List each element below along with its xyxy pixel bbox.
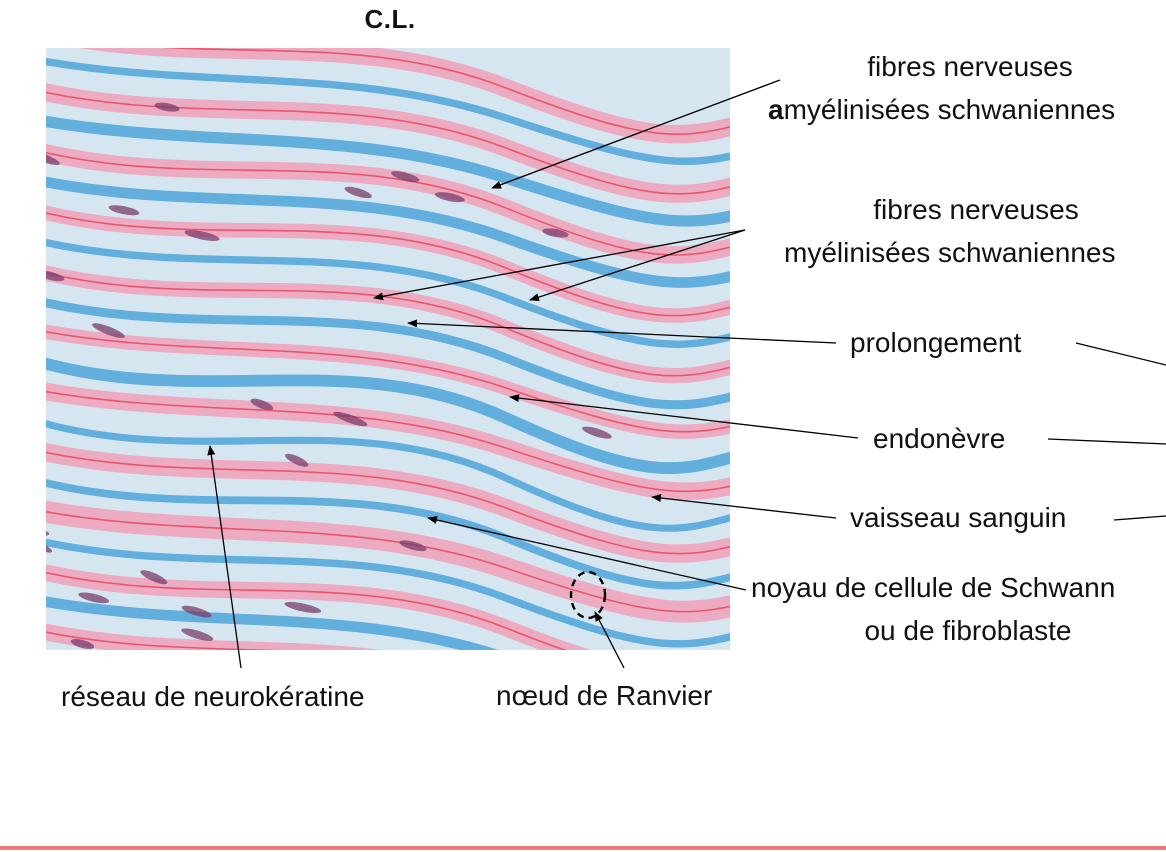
cell-nucleus [582, 426, 612, 439]
cell-nucleus [285, 453, 309, 467]
cell-nucleus [154, 102, 180, 112]
tissue-band [46, 420, 730, 532]
tissue-band [46, 238, 730, 348]
cell-nucleus [391, 171, 420, 183]
leader-vaisseau-right [1113, 515, 1166, 521]
leader-endonevre [509, 394, 859, 439]
tissue-band-core [46, 451, 730, 555]
label-noyau-line1: noyau de cellule de Schwann [751, 572, 1116, 603]
cell-nucleus [184, 230, 220, 241]
cell-nucleus [333, 411, 368, 427]
tissue-band-core [46, 571, 568, 650]
label-prolongement: prolongement [850, 327, 1022, 358]
cell-nucleus [181, 605, 212, 618]
leader-neurokeratine [207, 445, 242, 669]
cell-nucleus [434, 192, 465, 203]
label-noeud-ranvier: nœud de Ranvier [496, 680, 713, 711]
leader-noyau [427, 516, 747, 591]
cell-nucleus [250, 398, 274, 411]
tissue-band-core [46, 212, 730, 317]
cell-nucleus [140, 570, 168, 585]
tissue-band [46, 298, 730, 410]
tissue-band-core [46, 390, 730, 493]
tissue-band-core [46, 631, 278, 650]
tissue-band-core [46, 510, 730, 613]
cell-nucleus [108, 205, 140, 216]
cell-nucleus [284, 601, 322, 614]
label-unmyelinated-rest: myélinisées schwaniennes [783, 94, 1116, 125]
tissue-band [46, 115, 730, 227]
label-unmyelinated-line2: amyélinisées schwaniennes [768, 89, 1115, 131]
tissue-band-core [46, 151, 730, 256]
leader-unmyelinated [491, 79, 781, 189]
cell-nucleus [70, 639, 95, 650]
label-endonevre: endonèvre [873, 423, 1006, 454]
figure-title: C.L. [364, 4, 416, 34]
footer-rule [0, 846, 1166, 850]
tissue-band-core [46, 272, 730, 377]
leader-myelinated-b [529, 229, 746, 302]
tissue-band [46, 357, 730, 474]
leader-vaisseau [651, 494, 837, 519]
leader-endonevre-right [1047, 438, 1166, 445]
tissue-band [46, 479, 730, 590]
label-myelinated-line2: myélinisées schwaniennes [784, 237, 1116, 268]
leader-prolongement-right [1075, 342, 1166, 366]
cell-nucleus [46, 150, 60, 166]
tissue-band-core [46, 330, 730, 433]
tissue-band [46, 176, 730, 288]
cell-nucleus [92, 323, 125, 338]
tissue-band-core [163, 48, 730, 135]
histology-micrograph [46, 48, 730, 650]
cell-nucleus [46, 270, 65, 282]
cell-nucleus [78, 592, 110, 604]
tissue-band [46, 57, 730, 166]
cell-nucleus [542, 228, 569, 238]
tissue-band [46, 596, 499, 650]
label-neurokeratine: réseau de neurokératine [61, 681, 365, 712]
label-vaisseau: vaisseau sanguin [850, 502, 1067, 533]
leader-myelinated-a [373, 229, 746, 301]
label-unmyelinated-line1: fibres nerveuses [867, 51, 1073, 82]
label-myelinated-line1: fibres nerveuses [873, 194, 1079, 225]
label-unmyelinated-bold-a: a [768, 94, 784, 125]
label-noyau-line2: ou de fibroblaste [864, 615, 1072, 646]
ranvier-node-circle [569, 570, 607, 620]
cell-nucleus [344, 186, 372, 199]
leader-noeud [594, 611, 625, 669]
tissue-band [46, 538, 730, 648]
cell-nucleus [181, 628, 214, 641]
leader-prolongement [407, 319, 837, 344]
cell-nucleus [399, 540, 427, 552]
